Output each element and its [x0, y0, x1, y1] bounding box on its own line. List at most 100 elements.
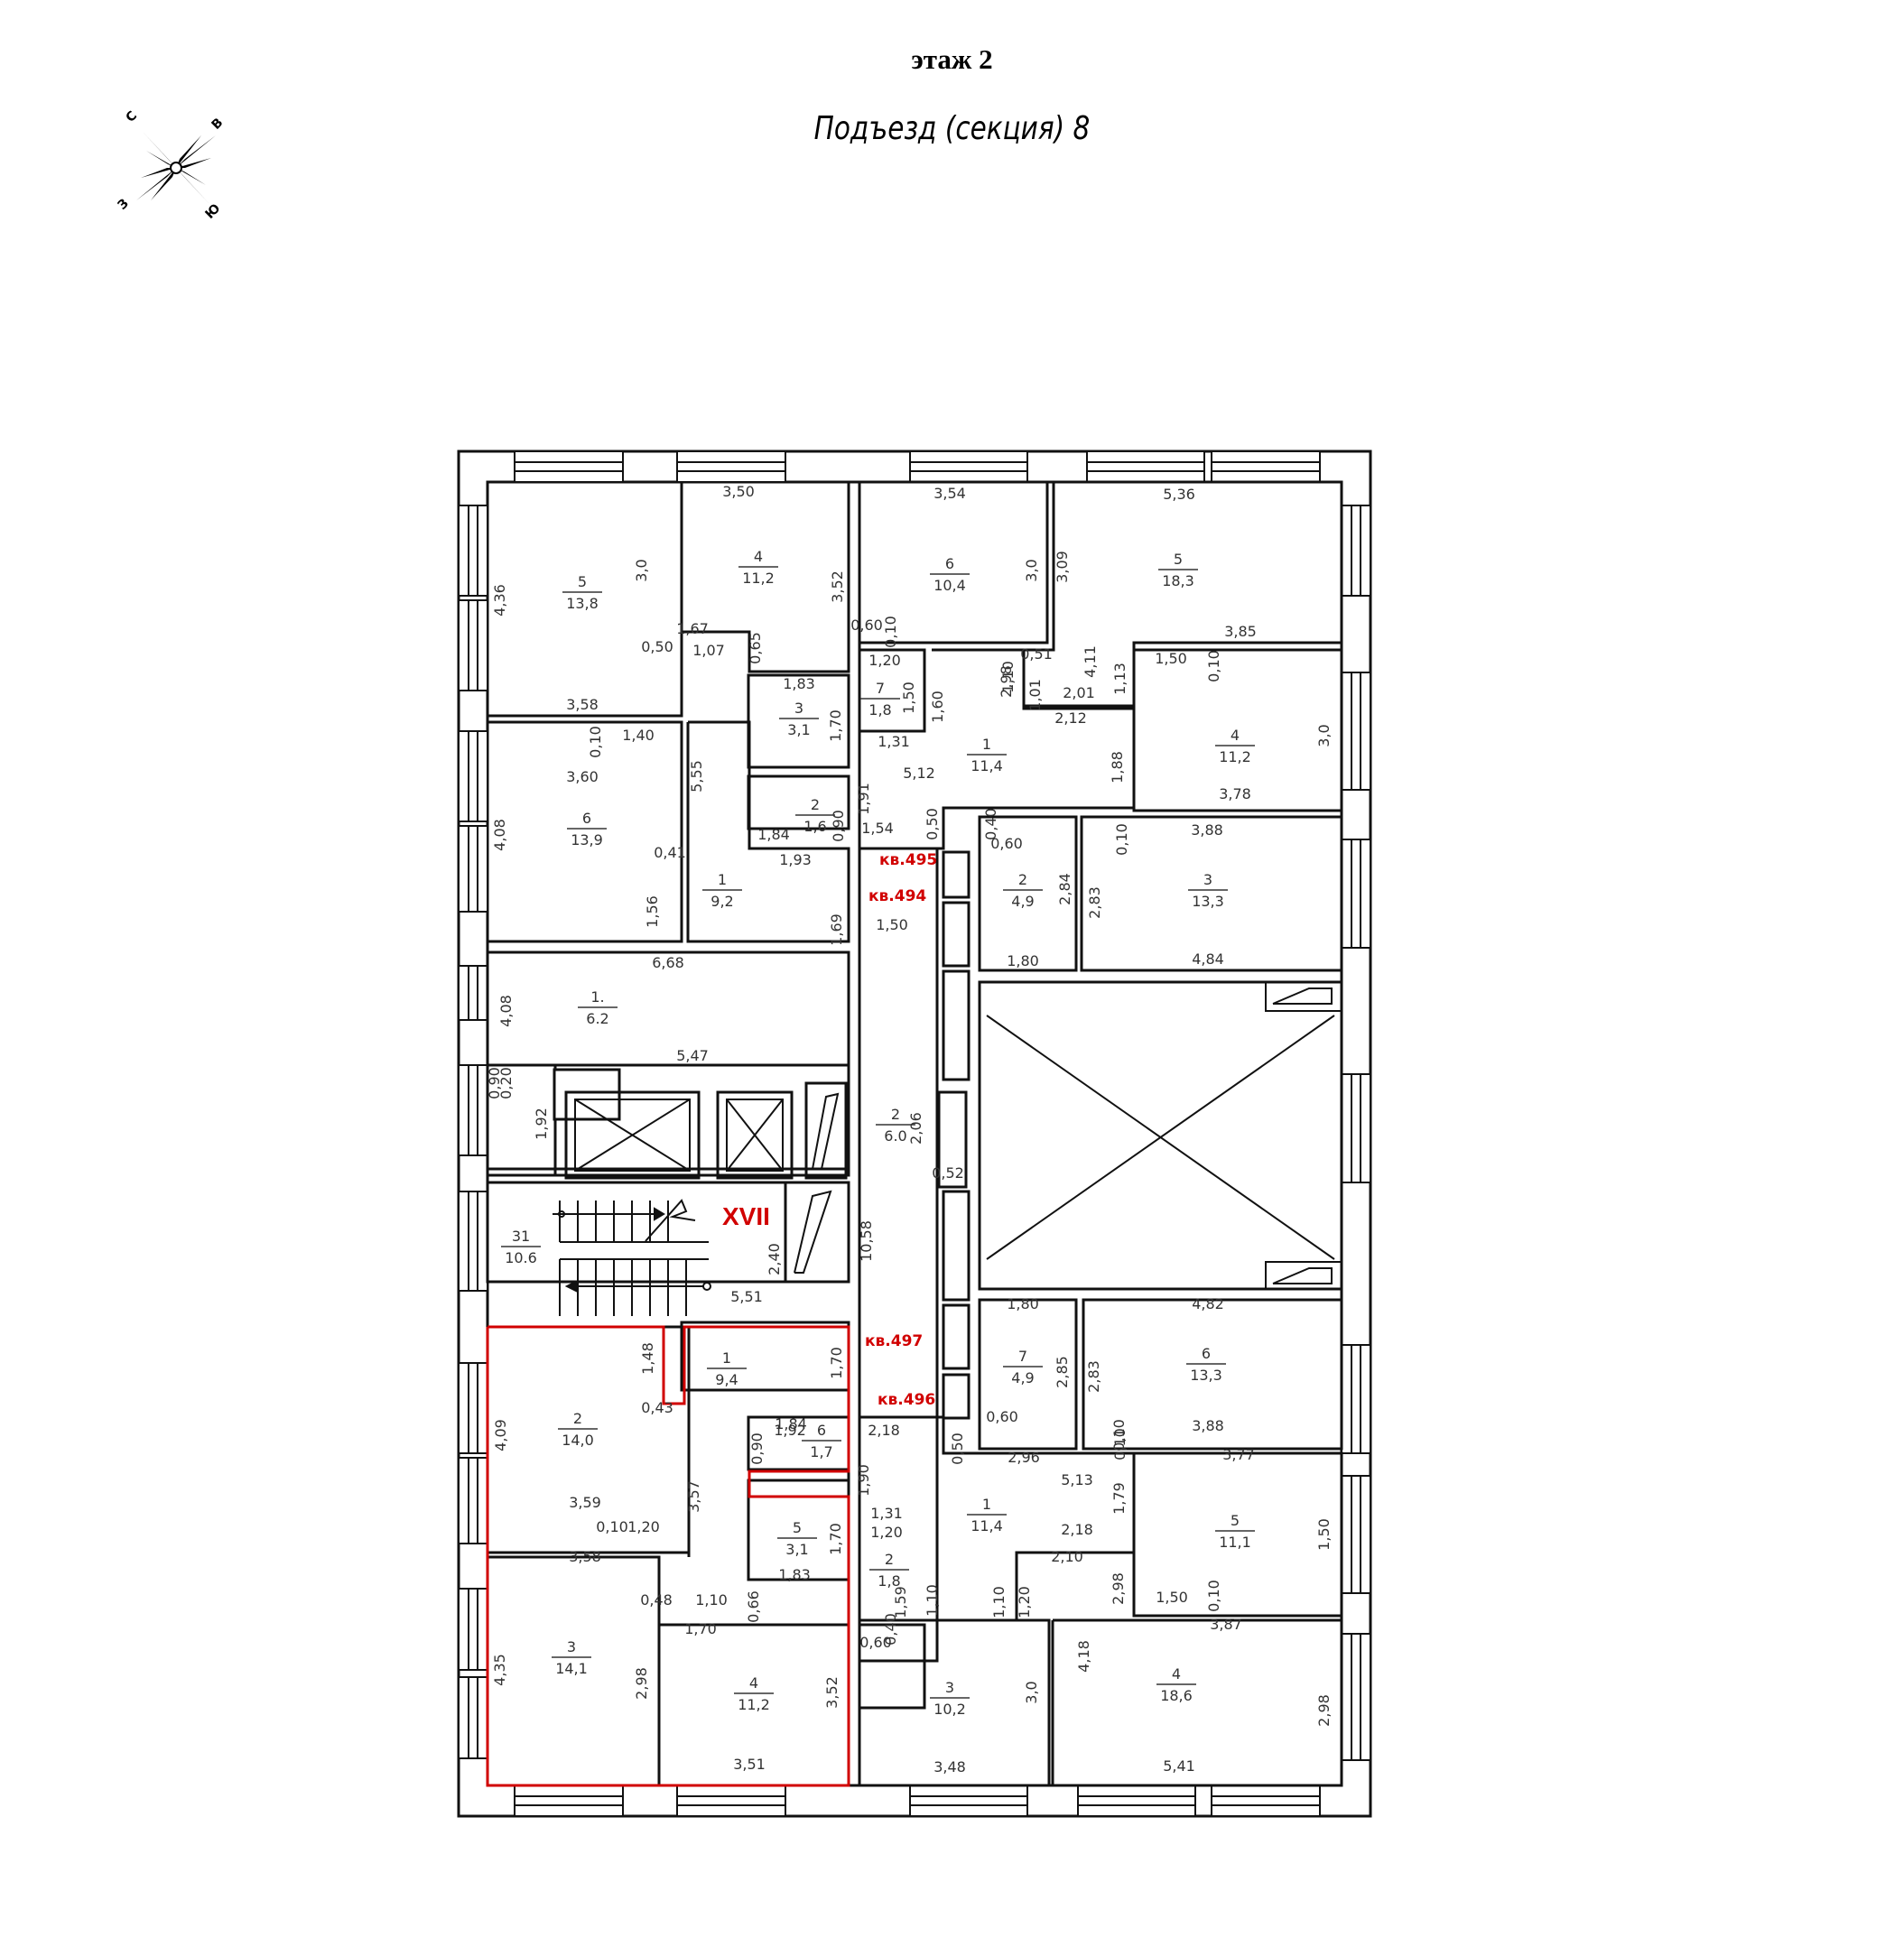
room-area: 9,4	[715, 1371, 738, 1388]
room-number: 6	[582, 810, 591, 827]
dimension-label: 1,54	[861, 820, 894, 837]
room-area: 3,1	[785, 1541, 808, 1558]
dimension-label: 1,70	[684, 1620, 717, 1637]
dimension-label: 2,98	[1110, 1572, 1127, 1605]
dimension-label: 5,47	[676, 1047, 709, 1064]
compass-west: З	[116, 196, 132, 212]
room-area: 1,8	[868, 701, 891, 719]
dimension-label: 0,10	[1111, 1428, 1128, 1460]
dimension-label: 2,96	[1008, 1449, 1040, 1466]
compass-east: В	[209, 116, 227, 133]
dimension-label: 3,52	[823, 1676, 841, 1709]
dimension-label: 5,55	[688, 760, 705, 793]
dimension-label: 2,10	[1051, 1548, 1083, 1565]
dimension-label: 1,50	[1315, 1518, 1333, 1551]
dimension-label: 0,10	[1113, 823, 1130, 856]
dimension-label: 2,12	[1054, 709, 1087, 727]
windows	[458, 450, 1371, 1817]
dimension-label: 0,10	[1205, 1580, 1222, 1612]
room-label: 19,4	[707, 1349, 747, 1388]
floor-label: этаж 2	[911, 43, 993, 75]
room-label: 61,7	[802, 1422, 841, 1460]
room-label: 418,6	[1156, 1665, 1196, 1704]
dimension-label: 1,10	[924, 1584, 941, 1617]
room-number: 1	[718, 871, 727, 888]
dimension-label: 1,84	[757, 826, 790, 843]
room-area: 6.2	[586, 1010, 608, 1027]
room-label: 33,1	[779, 700, 819, 738]
dimension-label: 1,83	[783, 675, 815, 692]
compass-icon: С В Ю З	[116, 108, 227, 222]
dimension-label: 0,90	[830, 810, 847, 842]
dimension-label: 3,60	[566, 768, 599, 785]
dimension-label: 2,18	[1061, 1521, 1093, 1538]
dimension-label: 1,48	[639, 1342, 656, 1375]
dimension-label: 0,50	[949, 1432, 966, 1465]
room-labels: 513,8411,2610,4518,333,121,671,8111,4411…	[501, 548, 1255, 1718]
room-area: 11,2	[738, 1696, 770, 1713]
dimension-label: 0,52	[932, 1164, 964, 1182]
room-number: 3	[945, 1679, 954, 1696]
dimension-label: 0,50	[924, 808, 941, 840]
apt-label-497: кв.497	[865, 1332, 923, 1350]
dimension-label: 0,65	[747, 632, 764, 664]
dimension-label: 5,12	[903, 765, 935, 782]
room-number: 3	[794, 700, 803, 717]
dimension-label: 2,98	[633, 1667, 650, 1700]
room-area: 1,7	[810, 1443, 832, 1460]
dimension-label: 0,60	[990, 835, 1023, 852]
dimension-label: 1,40	[622, 727, 655, 744]
dimension-label: 3,52	[829, 570, 846, 603]
room-number: 7	[1018, 1348, 1027, 1365]
room-area: 3,1	[787, 721, 810, 738]
room-number: 2	[885, 1551, 894, 1568]
room-area: 18,6	[1160, 1687, 1193, 1704]
room-number: 2	[891, 1106, 900, 1123]
dimension-label: 2,85	[1054, 1356, 1071, 1388]
elevator-shafts	[553, 980, 1343, 1291]
dimension-label: 1,79	[1110, 1482, 1128, 1515]
dimension-label: 1,70	[828, 1347, 845, 1379]
dimension-label: 1,88	[1109, 751, 1126, 783]
dimension-label: 3,51	[733, 1756, 766, 1773]
room-number: 5	[578, 573, 587, 590]
room-area: 13,8	[566, 595, 599, 612]
dimension-label: 5,51	[730, 1288, 763, 1305]
room-number: 5	[1174, 551, 1183, 568]
dimension-label: 0,10	[882, 616, 899, 648]
dimension-label: 3,87	[1210, 1616, 1242, 1633]
dimension-label: 1,01	[1026, 679, 1044, 711]
dimension-label: 6,68	[652, 954, 684, 971]
dimension-label: 1,20	[868, 652, 901, 669]
room-label: 518,3	[1158, 551, 1198, 589]
room-area: 10,4	[933, 577, 966, 594]
dimension-label: 1,10	[990, 1586, 1008, 1618]
dimension-label: 2,06	[907, 1112, 924, 1145]
room-number: 3	[567, 1638, 576, 1655]
dimension-label: 1,90	[855, 1464, 872, 1497]
dimension-label: 1,92	[774, 1422, 806, 1439]
apt-label-495: кв.495	[879, 851, 937, 869]
room-number: 6	[1202, 1345, 1211, 1362]
dimension-label: 1,10	[695, 1591, 728, 1609]
room-label: 53,1	[777, 1519, 817, 1558]
dimension-label: 5,41	[1163, 1757, 1195, 1775]
room-area: 11,4	[971, 757, 1003, 774]
dimension-label: 1,91	[855, 783, 872, 815]
room-area: 4,9	[1011, 1369, 1034, 1386]
dimension-label: 3,48	[933, 1758, 966, 1775]
dimension-label: 4,11	[1082, 645, 1099, 678]
dimension-label: 1,50	[900, 681, 917, 714]
apt-label-494: кв.494	[868, 887, 926, 905]
room-label: 21,6	[795, 796, 835, 835]
dimension-label: 1,20	[870, 1524, 903, 1541]
room-label: 214,0	[558, 1410, 598, 1449]
dimension-label: 1,80	[1007, 952, 1039, 969]
dimension-label: 2,01	[1063, 684, 1095, 701]
room-label: 313,3	[1188, 871, 1228, 910]
dimension-label: 2,18	[868, 1422, 900, 1439]
dimension-label: 3,0	[1023, 559, 1040, 581]
room-number: 5	[1231, 1512, 1240, 1529]
